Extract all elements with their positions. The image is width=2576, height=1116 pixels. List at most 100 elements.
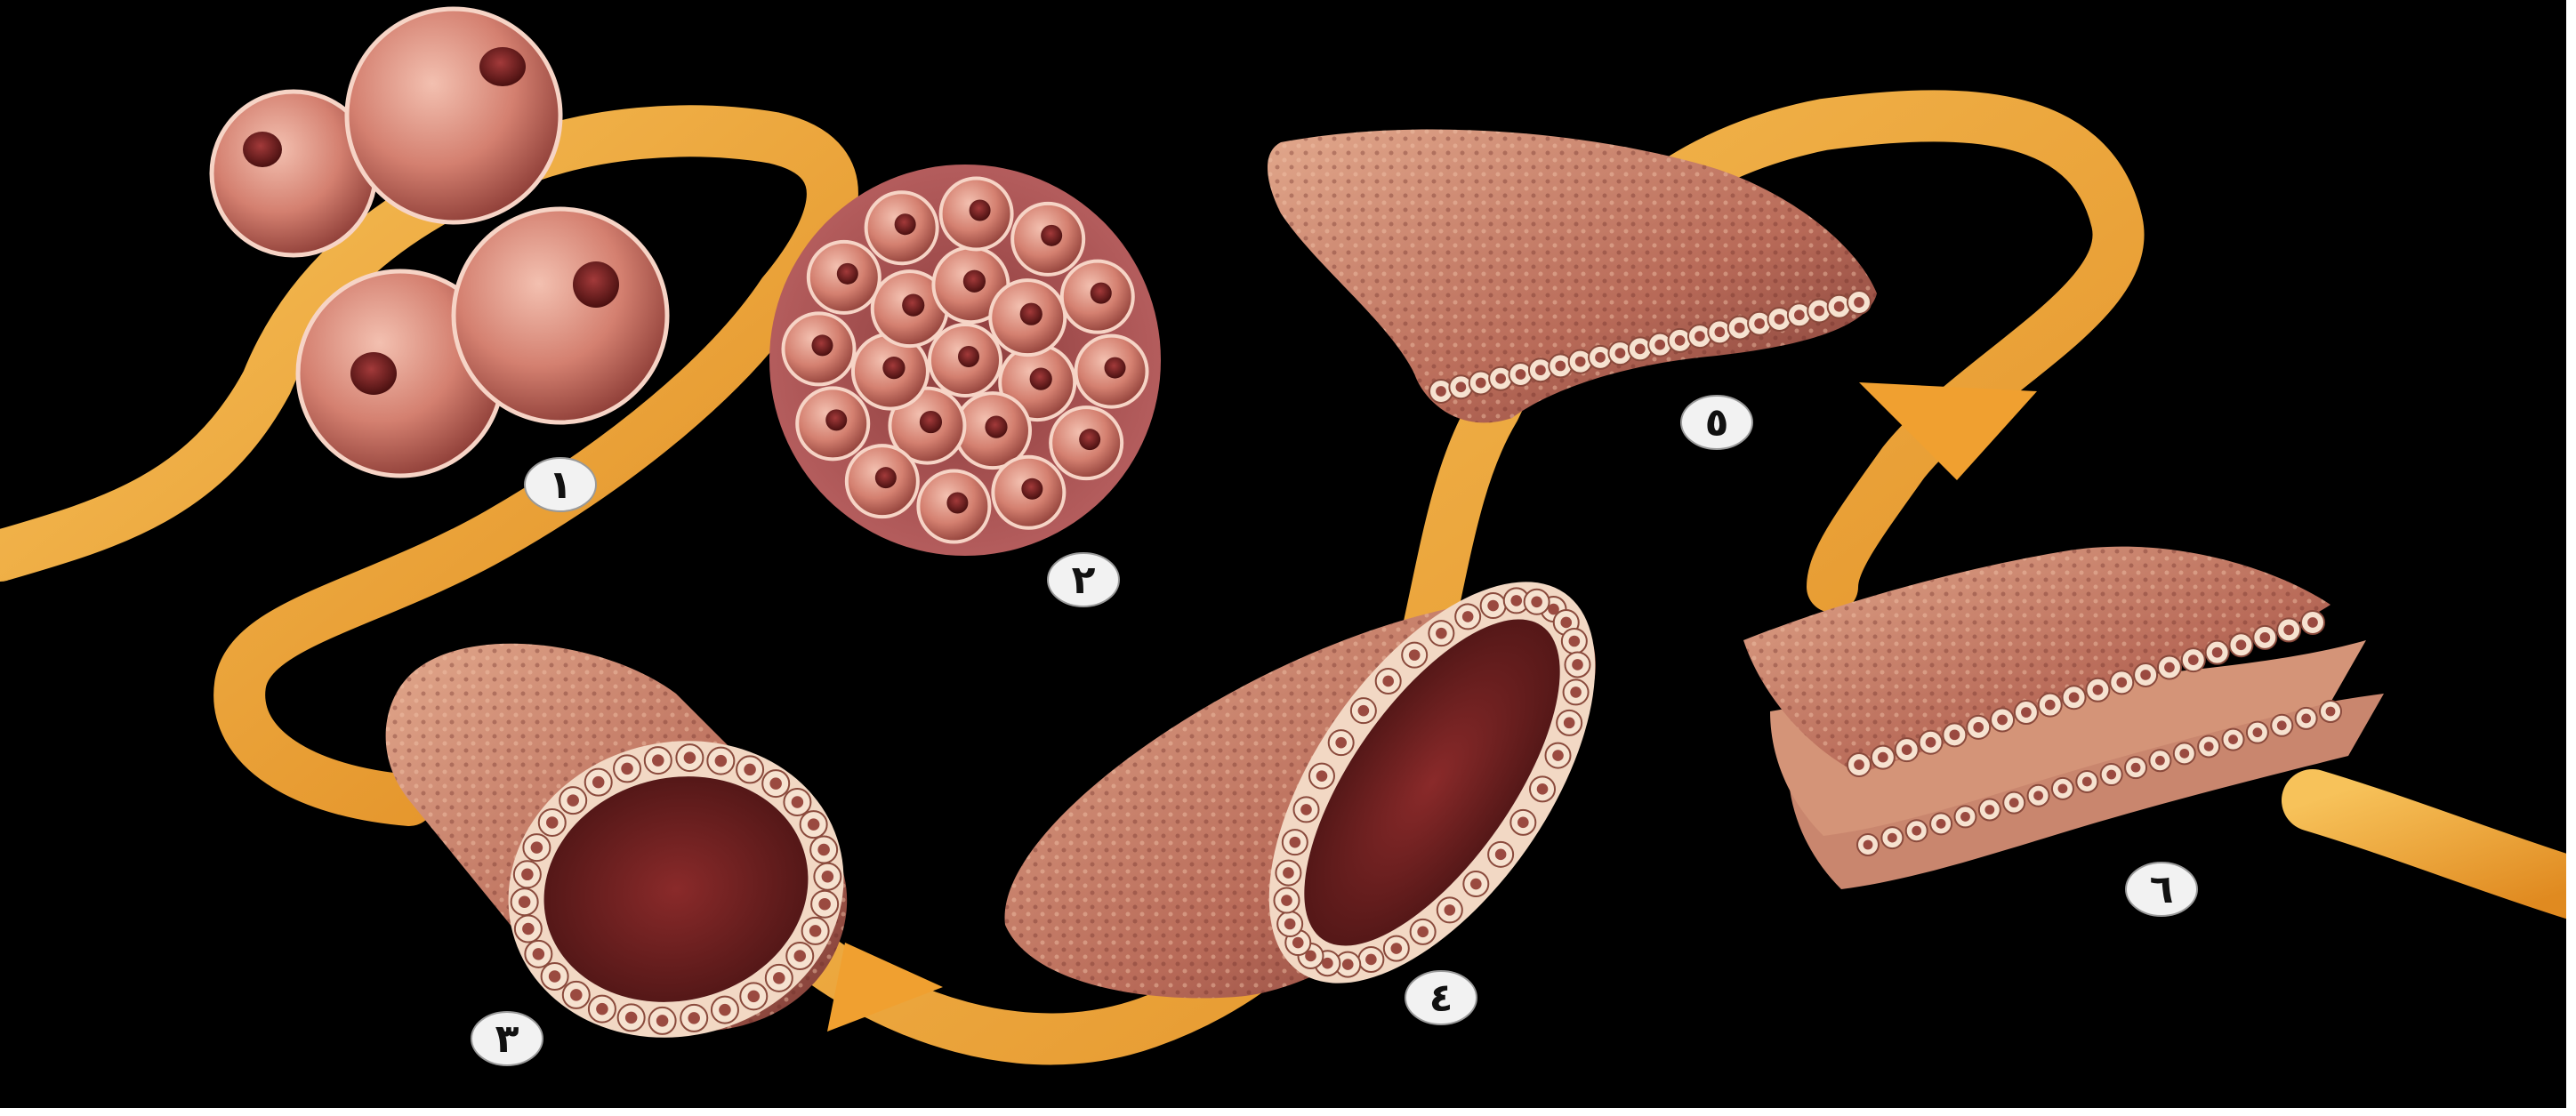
fold-cell-nucleus (1487, 600, 1499, 612)
fold-cell-nucleus (1445, 904, 1456, 916)
tube-cell-nucleus (808, 818, 820, 831)
tube-cell-nucleus (794, 950, 807, 962)
stage-label-1: ١ (549, 462, 573, 508)
sheet-cell-nucleus (1495, 373, 1506, 384)
sheet-cell-nucleus (1814, 306, 1824, 317)
sheet-cell-nucleus (1535, 365, 1546, 375)
tube-cell-nucleus (621, 763, 633, 775)
stage-badge-2: ٢ (1048, 553, 1119, 606)
tube-cell-nucleus (567, 794, 579, 807)
layer-cell-nucleus (2212, 647, 2223, 658)
sheet-cell-nucleus (1555, 361, 1566, 372)
blastula-cell-nucleus (1030, 368, 1052, 390)
layer-cell-nucleus (1984, 805, 1994, 815)
sheet-cell-nucleus (1595, 352, 1606, 363)
sheet-cell-nucleus (1775, 314, 1785, 325)
layer-cell-nucleus (1888, 833, 1897, 843)
tube-cell-nucleus (822, 871, 834, 883)
fold-cell-nucleus (1560, 617, 1572, 629)
stage-badge-1: ١ (525, 458, 596, 511)
tube-cell-nucleus (625, 1012, 638, 1024)
tube-cell-nucleus (652, 754, 664, 767)
tube-cell-nucleus (817, 844, 830, 856)
fold-cell-nucleus (1358, 705, 1370, 717)
tube-cell-nucleus (546, 816, 559, 829)
layer-cell-nucleus (2106, 770, 2116, 780)
blastula-cell-nucleus (902, 294, 924, 317)
blastula-cell-nucleus (895, 213, 916, 235)
sheet-cell-nucleus (1436, 386, 1446, 397)
blastula-cell-nucleus (882, 357, 905, 379)
sheet-cell-nucleus (1675, 335, 1686, 346)
stage-badge-5: ٥ (1681, 396, 1752, 449)
tube-cell-nucleus (596, 1003, 608, 1016)
fold-cell-nucleus (1570, 686, 1582, 698)
layer-cell-nucleus (2033, 791, 2043, 800)
fold-cell-nucleus (1572, 659, 1583, 670)
fold-cell-nucleus (1517, 817, 1529, 829)
fold-cell-nucleus (1436, 628, 1447, 639)
stage-badge-6: ٦ (2126, 863, 2197, 916)
fold-cell-nucleus (1284, 919, 1296, 930)
fold-cell-nucleus (1462, 611, 1474, 622)
fold-cell-nucleus (1281, 895, 1292, 906)
layer-cell-nucleus (2131, 763, 2141, 773)
stage-label-5: ٥ (1705, 400, 1729, 446)
sheet-cell-nucleus (1854, 297, 1864, 308)
stage-badge-3: ٣ (471, 1012, 543, 1065)
fold-cell-nucleus (1316, 770, 1328, 782)
layer-cell-nucleus (1950, 729, 1960, 740)
fold-cell-nucleus (1569, 636, 1581, 647)
layer-cell-nucleus (1936, 819, 1946, 829)
layer-cell-nucleus (2045, 700, 2056, 711)
tube-cell-nucleus (533, 948, 545, 960)
sheet-cell-nucleus (1714, 326, 1725, 337)
blastula-cell-nucleus (920, 411, 942, 433)
blastula-cell-nucleus (985, 416, 1007, 438)
sheet-cell-nucleus (1794, 309, 1805, 320)
fold-cell-nucleus (1564, 718, 1575, 729)
blastula-cell-nucleus (1041, 225, 1062, 246)
sheet-cell-nucleus (1476, 378, 1486, 389)
blastula-cell-nucleus (1020, 303, 1042, 325)
blastula-cell-nucleus (970, 199, 991, 221)
right-border (2566, 0, 2576, 1116)
fold-cell-nucleus (1382, 676, 1394, 687)
layer-cell-nucleus (1912, 826, 1921, 836)
sheet-cell-nucleus (1635, 344, 1646, 355)
fold-cell-nucleus (1290, 837, 1301, 848)
layer-cell-nucleus (2021, 707, 2032, 718)
layer-cell-nucleus (2236, 639, 2247, 650)
stage-badge-4: ٤ (1405, 971, 1477, 1024)
layer-cell-nucleus (2252, 727, 2262, 737)
layer-cell-nucleus (2009, 798, 2019, 807)
blastula-cell-nucleus (1105, 357, 1126, 379)
fold-cell-nucleus (1417, 927, 1429, 938)
tube-cell-nucleus (744, 764, 756, 776)
blastula-cell-nucleus (963, 270, 986, 293)
layer-cell-nucleus (2082, 777, 2092, 787)
fold-cell-nucleus (1391, 943, 1403, 954)
layer-cell-nucleus (2164, 662, 2175, 673)
blastula-cell-nucleus (811, 334, 833, 356)
fold-cell-nucleus (1335, 737, 1347, 749)
fold-cell-nucleus (1300, 804, 1312, 815)
layer-cell-nucleus (2326, 707, 2336, 717)
layer-cell-nucleus (2058, 783, 2068, 793)
fold-cell-nucleus (1365, 954, 1377, 966)
fold-cell-nucleus (1342, 959, 1354, 970)
tube-cell-nucleus (519, 895, 531, 908)
layer-cell-nucleus (2093, 685, 2104, 695)
sheet-cell-nucleus (1754, 318, 1765, 329)
fold-cell-nucleus (1537, 783, 1549, 795)
tube-cell-nucleus (592, 776, 605, 789)
layer-cell-nucleus (1973, 722, 1984, 733)
layer-cell-nucleus (1926, 737, 1936, 748)
sheet-cell-nucleus (1695, 331, 1705, 341)
layer-cell-nucleus (2228, 735, 2238, 744)
layer-cell-nucleus (1997, 715, 2008, 726)
tube-cell-nucleus (688, 1012, 700, 1024)
tube-cell-nucleus (684, 751, 696, 764)
layer-cell-nucleus (2307, 617, 2318, 628)
